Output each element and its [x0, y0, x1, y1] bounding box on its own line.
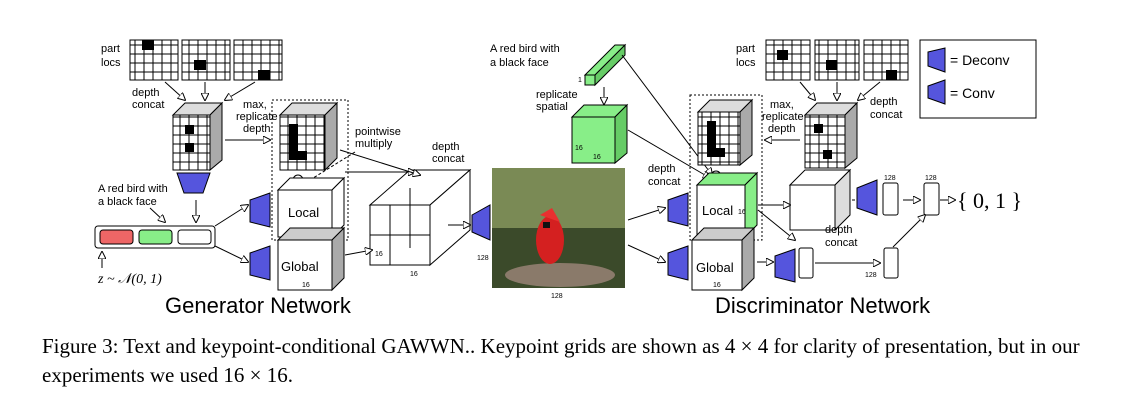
- depth-concat-label: depth: [132, 87, 160, 99]
- part-locs-label-2: locs: [101, 57, 121, 69]
- disc-depth-concat-c: depth: [825, 224, 853, 236]
- disc-keypoint-stack: [803, 101, 859, 170]
- keypoint-grid-1: [129, 39, 179, 81]
- max-replicate-label: max,: [243, 99, 267, 111]
- figure-caption: Figure 3: Text and keypoint-conditional …: [42, 334, 1080, 387]
- disc-local-cube: Local 16: [695, 171, 759, 239]
- disc-depth-concat-b2: concat: [870, 109, 902, 121]
- legend: = Deconv = Conv: [919, 39, 1037, 119]
- disc-dim-1: 1: [578, 77, 582, 84]
- replicate-spatial-label: replicate: [536, 89, 578, 101]
- conv-legend-icon: [927, 79, 946, 105]
- output-deconv-icon: [471, 204, 491, 241]
- generator-network: part locs depth concat max, repli: [94, 39, 491, 318]
- disc-part-locs: part: [736, 43, 755, 55]
- noise-label: z ~ 𝒩(0, 1): [97, 272, 162, 287]
- disc-global-conv-icon: [667, 245, 689, 281]
- disc-part-locs-2: locs: [736, 57, 756, 69]
- keypoint-cube: [171, 101, 224, 172]
- disc-concat-cube: [788, 168, 852, 232]
- discriminator-network: A red bird with a black face 1 replicate…: [490, 39, 1022, 318]
- disc-max-replicate-3: depth: [768, 123, 796, 135]
- repl-dim-16b: 16: [593, 154, 601, 161]
- disc-global-cube: Global 16: [690, 226, 756, 292]
- global-dim: 16: [302, 282, 310, 289]
- gen-text-input-2: a black face: [98, 196, 157, 208]
- legend-deconv: = Deconv: [950, 52, 1010, 68]
- disc-depth-concat-2: concat: [648, 176, 680, 188]
- keypoint-grid-2: [181, 39, 231, 81]
- disc-global-feat: [798, 247, 814, 279]
- part-locs-label: part: [101, 43, 120, 55]
- disc-keypoint-grid-1: [765, 39, 811, 81]
- legend-conv: = Conv: [950, 85, 995, 101]
- image-dim: 128: [551, 293, 563, 300]
- disc-text-input-2: a black face: [490, 57, 549, 69]
- global-cube: Global 16: [276, 226, 346, 292]
- replicate-spatial-label-2: spatial: [536, 101, 568, 113]
- disc-global-label: Global: [696, 260, 734, 275]
- depth-concat-label-2: concat: [132, 99, 164, 111]
- depth-concat-label-b: depth: [432, 141, 460, 153]
- keypoint-grid-3: [233, 39, 283, 81]
- global-deconv-icon: [249, 245, 271, 281]
- disc-text-input: A red bird with: [490, 43, 560, 55]
- disc-dim-128b: 128: [925, 175, 937, 182]
- deconv-legend-icon: [927, 47, 946, 73]
- gen-text-input: A red bird with: [98, 183, 168, 195]
- pointwise-label: pointwise: [355, 126, 401, 138]
- gen-dim-128: 128: [477, 255, 489, 262]
- concat-dim-16b: 16: [410, 271, 418, 278]
- replicated-keypoint-cube: [278, 101, 339, 172]
- depth-concat-label-b2: concat: [432, 153, 464, 165]
- max-replicate-label-3: depth: [243, 123, 271, 135]
- disc-keypoint-grid-3: [863, 39, 909, 81]
- disc-dim-128c: 128: [865, 272, 877, 279]
- disc-global-feat-2: [883, 247, 899, 279]
- disc-depth-concat-b: depth: [870, 96, 898, 108]
- repl-dim-16a: 16: [575, 145, 583, 152]
- discriminator-title: Discriminator Network: [715, 293, 931, 318]
- max-replicate-label-2: replicate: [236, 111, 278, 123]
- disc-output: { 0, 1 }: [957, 188, 1022, 213]
- disc-feat-128a: [882, 182, 899, 216]
- concat-cube: 16 16: [368, 168, 472, 278]
- disc-dim-128a: 128: [884, 175, 896, 182]
- text-embedding-vector: [94, 225, 216, 249]
- disc-keypoint-grid-2: [814, 39, 860, 81]
- pointwise-label-2: multiply: [355, 138, 393, 150]
- disc-max-replicate: max,: [770, 99, 794, 111]
- generator-title: Generator Network: [165, 293, 352, 318]
- disc-local-dim: 16: [738, 209, 746, 216]
- generated-image: 128: [492, 168, 625, 300]
- disc-local-conv-icon: [667, 192, 689, 227]
- global-label: Global: [281, 259, 319, 274]
- deconv-icon: [176, 172, 211, 194]
- concat-dim-16: 16: [375, 251, 383, 258]
- disc-depth-concat-c2: concat: [825, 237, 857, 249]
- disc-keypoint-cube: [696, 98, 754, 167]
- local-label: Local: [288, 205, 319, 220]
- local-deconv-icon: [249, 192, 271, 228]
- disc-conv-3-icon: [856, 179, 878, 216]
- replicated-text-cube: 16 16: [570, 103, 629, 165]
- local-cube: Local 16: [276, 176, 346, 239]
- disc-depth-concat: depth: [648, 163, 676, 175]
- disc-max-replicate-2: replicate: [762, 111, 804, 123]
- disc-global-conv-2-icon: [774, 248, 796, 283]
- disc-local-label: Local: [702, 203, 733, 218]
- disc-global-dim: 16: [713, 282, 721, 289]
- disc-feat-128b: [923, 182, 940, 216]
